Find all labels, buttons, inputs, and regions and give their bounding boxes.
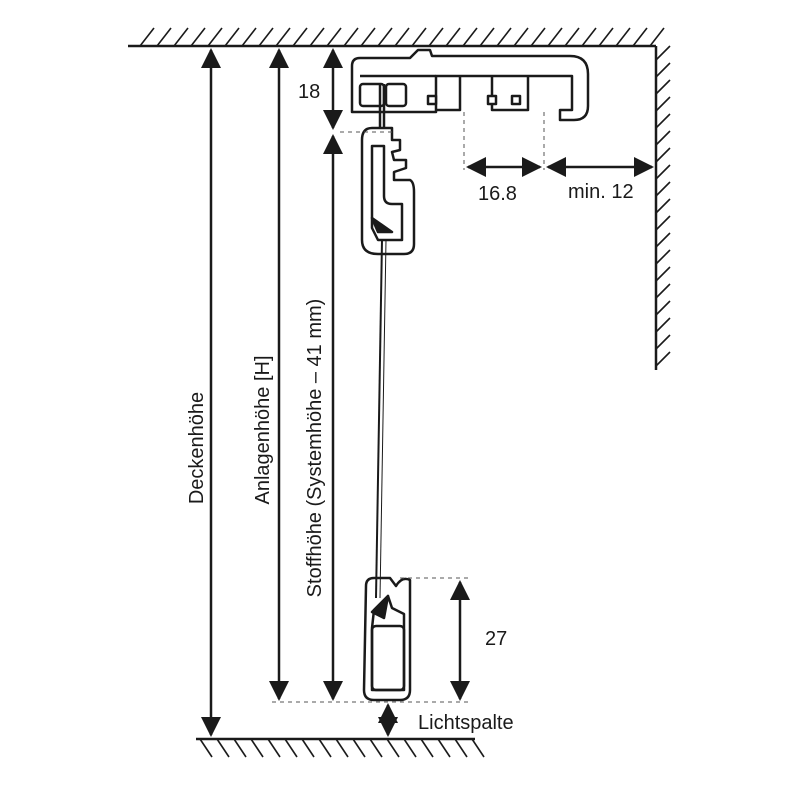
hatch-line (335, 738, 349, 758)
hatch-line (655, 249, 671, 265)
hatch-line (615, 27, 631, 47)
hatch-line (369, 738, 383, 758)
fabric (375, 239, 387, 599)
hatch-line (403, 738, 417, 758)
top-gap-label: 18 (298, 81, 320, 103)
hatch-line (250, 738, 264, 758)
hatch-line (326, 27, 342, 47)
labels: 18 16.8 min. 12 Deckenhöhe Anlagenhöhe [… (186, 81, 634, 734)
hatch-line (496, 27, 512, 47)
hatch-line (655, 351, 671, 367)
system-height-label: Anlagenhöhe [H] (252, 355, 274, 504)
hatch-line (275, 27, 291, 47)
hatch-line (581, 27, 597, 47)
hatch-line (224, 27, 240, 47)
hatch-line (241, 27, 257, 47)
hatch-line (301, 738, 315, 758)
hatch-line (649, 27, 665, 47)
wall-hatching (655, 45, 671, 367)
ceiling (128, 27, 665, 48)
hatch-line (655, 266, 671, 282)
hatch-line (547, 27, 563, 47)
hatch-line (377, 27, 393, 47)
hatch-line (292, 27, 308, 47)
hatch-line (258, 27, 274, 47)
hatch-line (655, 317, 671, 333)
ceiling-hatching (139, 27, 665, 47)
hatch-line (471, 738, 485, 758)
hatch-line (454, 738, 468, 758)
light-gap-label: Lichtspalte (418, 712, 514, 734)
fabric-height-label: Stoffhöhe (Systemhöhe – 41 mm) (304, 299, 326, 598)
floor (196, 737, 485, 758)
hatch-line (655, 62, 671, 78)
hatch-line (655, 232, 671, 248)
hatch-line (343, 27, 359, 47)
hatch-line (462, 27, 478, 47)
hatch-line (655, 215, 671, 231)
hatch-line (655, 45, 671, 61)
hatch-line (655, 300, 671, 316)
hatch-line (267, 738, 281, 758)
hatch-line (190, 27, 206, 47)
hatch-line (479, 27, 495, 47)
floor-hatching (199, 738, 485, 758)
carrier-glider (378, 84, 386, 128)
hatch-line (233, 738, 247, 758)
hatch-line (513, 27, 529, 47)
hatch-line (632, 27, 648, 47)
hatch-line (173, 27, 189, 47)
hatch-line (655, 113, 671, 129)
hatch-line (420, 738, 434, 758)
bottom-rail-label: 27 (485, 628, 507, 650)
hatch-line (655, 96, 671, 112)
hatch-line (428, 27, 444, 47)
hatch-line (445, 27, 461, 47)
hatch-line (655, 164, 671, 180)
hatch-line (655, 130, 671, 146)
hatch-line (386, 738, 400, 758)
hatch-line (318, 738, 332, 758)
hatch-line (530, 27, 546, 47)
hatch-line (216, 738, 230, 758)
hatch-line (360, 27, 376, 47)
hatch-line (564, 27, 580, 47)
rail-offset-label: 16.8 (478, 183, 517, 205)
head-rail-profile (350, 48, 590, 122)
hatch-line (199, 738, 213, 758)
hatch-line (655, 181, 671, 197)
dimension-arrows (201, 48, 654, 737)
wall-clearance-label: min. 12 (568, 181, 634, 203)
hatch-line (284, 738, 298, 758)
hatch-line (156, 27, 172, 47)
hatch-line (655, 198, 671, 214)
bottom-rail-profile (362, 576, 412, 702)
reference-lines (272, 112, 545, 703)
hatch-line (437, 738, 451, 758)
hatch-line (655, 283, 671, 299)
hatch-line (394, 27, 410, 47)
hatch-line (411, 27, 427, 47)
wall (654, 45, 671, 370)
hatch-line (207, 27, 223, 47)
hatch-line (352, 738, 366, 758)
hatch-line (655, 147, 671, 163)
hatch-line (598, 27, 614, 47)
top-clamp-profile (360, 126, 416, 256)
hatch-line (139, 27, 155, 47)
hatch-line (309, 27, 325, 47)
ceiling-height-label: Deckenhöhe (186, 392, 208, 504)
hatch-line (655, 334, 671, 350)
hatch-line (655, 79, 671, 95)
